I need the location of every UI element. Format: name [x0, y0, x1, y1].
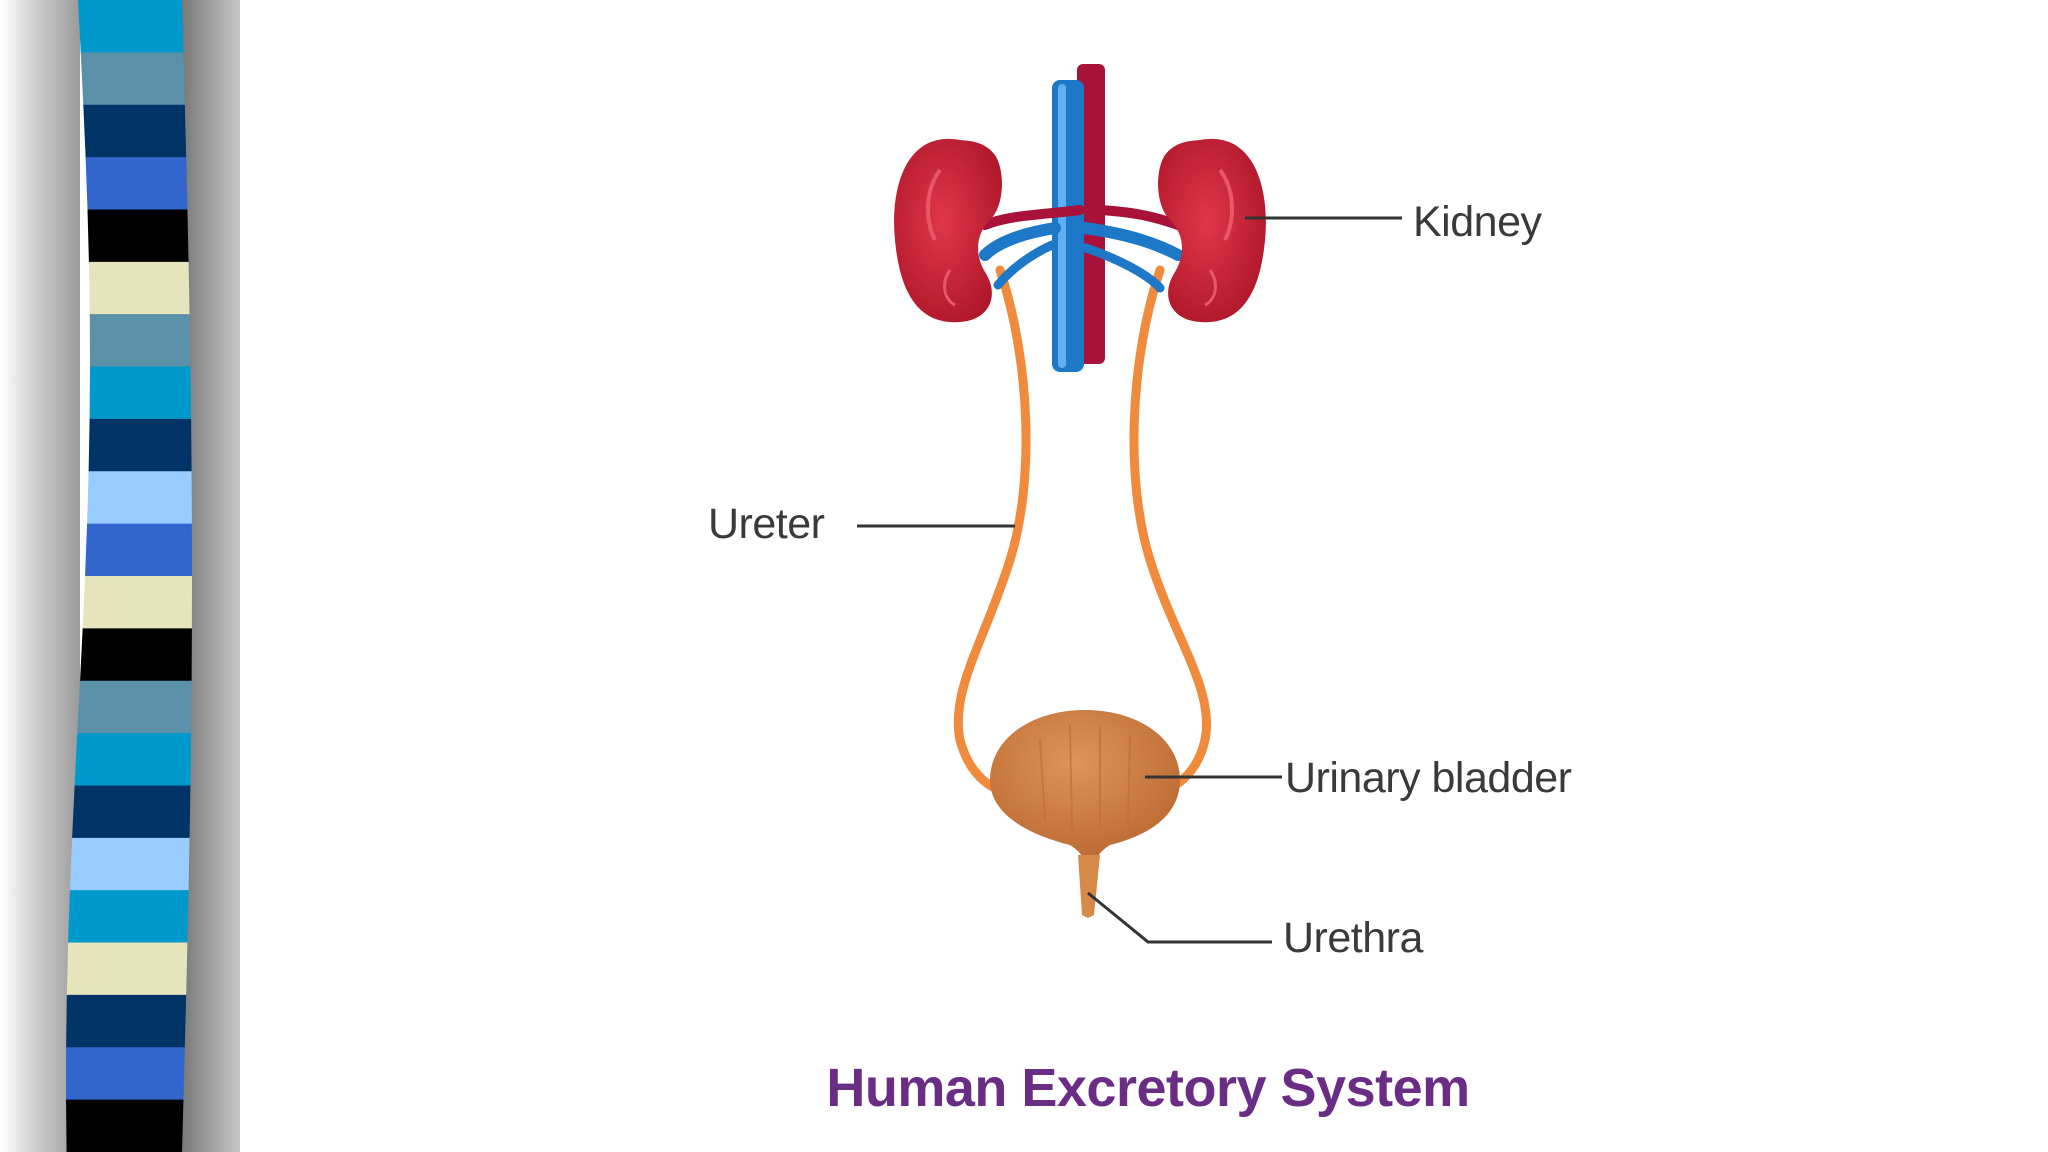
urethra-label: Urethra: [1283, 914, 1423, 962]
stripe: [87, 209, 189, 263]
stripe: [79, 628, 192, 682]
stripe: [82, 576, 192, 630]
diagram-caption: Human Excretory System: [826, 1058, 1469, 1118]
stripe: [88, 261, 190, 316]
urinary-bladder-label: Urinary bladder: [1285, 754, 1572, 802]
stripe: [74, 733, 192, 787]
stripe: [88, 418, 192, 473]
stripe: [89, 314, 191, 368]
stripe-group: [66, 0, 192, 1152]
stripe: [66, 942, 188, 996]
stripe: [83, 104, 187, 159]
kidney-label: Kidney: [1413, 198, 1542, 246]
stripe: [85, 523, 192, 577]
left-renal-vein: [979, 222, 1061, 261]
stripe: [68, 890, 189, 944]
right-kidney: [1158, 138, 1266, 323]
left-renal-artery: [980, 205, 1085, 230]
side-decoration: [0, 0, 240, 1152]
stripe: [72, 785, 191, 839]
ureter-label: Ureter: [708, 500, 825, 548]
left-kidney: [894, 138, 1002, 323]
left-ureter: [953, 265, 1031, 795]
stripe: [66, 1099, 184, 1152]
stripe: [69, 837, 190, 892]
stripe: [89, 366, 192, 420]
urethra: [1078, 855, 1100, 918]
stripe: [85, 157, 188, 211]
right-renal-vein: [1078, 222, 1184, 261]
stripe: [80, 52, 185, 106]
urethra-leader: [1087, 891, 1272, 944]
stripe: [78, 0, 184, 54]
stripe: [66, 994, 187, 1049]
stripe: [77, 680, 192, 735]
stripe: [87, 471, 192, 525]
right-ureter: [1129, 265, 1211, 795]
right-renal-artery: [1095, 205, 1183, 230]
sidebar-gradient: [0, 0, 80, 1152]
stripe: [66, 1047, 185, 1101]
urinary-bladder: [990, 710, 1180, 860]
